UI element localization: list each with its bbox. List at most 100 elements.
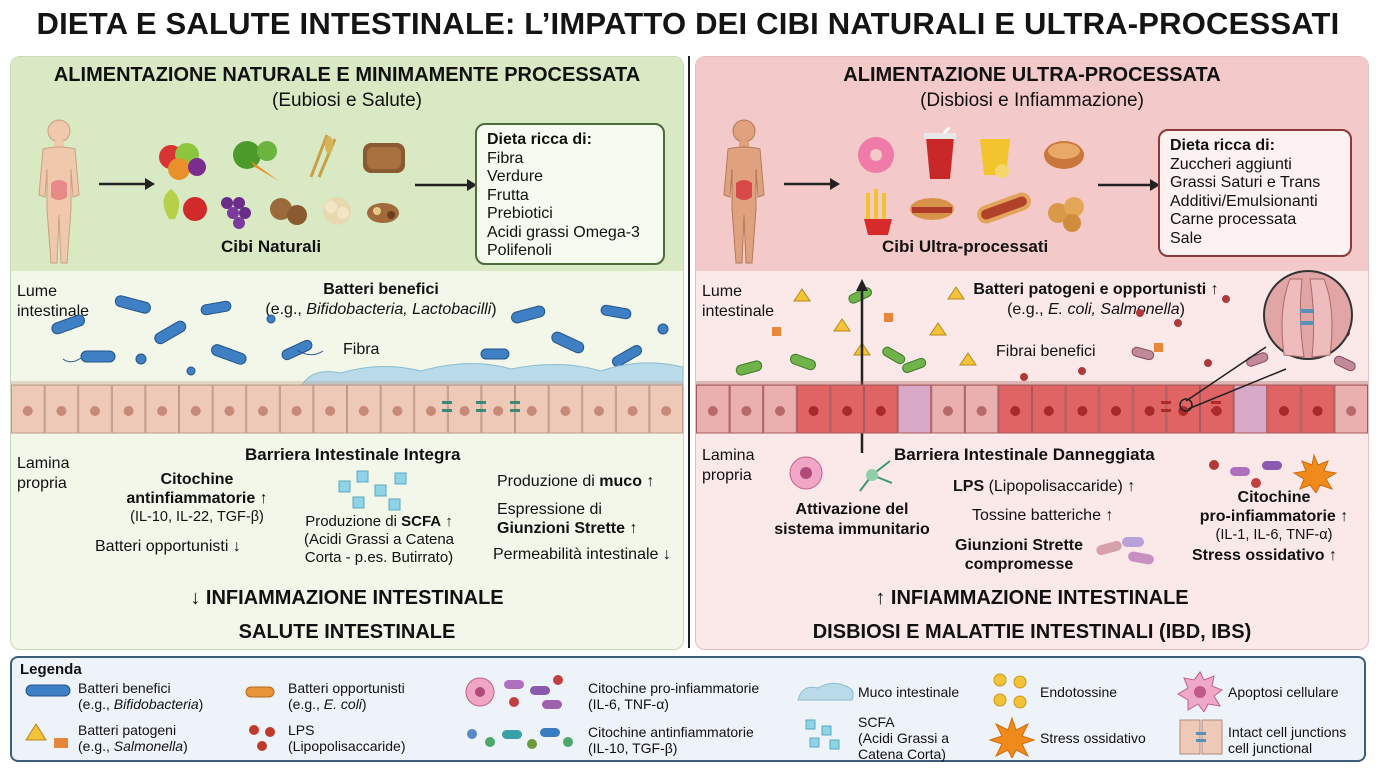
arrow-right-icon: [99, 178, 155, 190]
epithelial-cell: [582, 384, 616, 434]
beneficial-bacteria-label: Batteri benefici (e.g., Bifidobacteria, …: [265, 281, 497, 318]
epithelial-cell: [830, 384, 864, 434]
unhealthy-diet-item: Carne processata: [1170, 211, 1297, 228]
healthy-diet-item: Prebiotici: [487, 205, 553, 222]
beneficial-bacteria-legend-icon: [25, 684, 71, 697]
hotdog-icon: [977, 192, 1031, 224]
epithelial-cell: [897, 384, 932, 434]
brush-border: [696, 381, 1368, 386]
immune-cells-icon: [789, 456, 893, 492]
panel-divider: [688, 56, 690, 648]
oxidative-stress-icon: [1292, 453, 1338, 493]
healthy-epithelium: [11, 381, 683, 434]
epithelial-cell: [313, 384, 347, 434]
epithelial-cell: [481, 384, 515, 434]
fiber-label: Fibra: [343, 341, 380, 358]
legend-item: Batteri benefici (e.g., Bifidobacteria): [78, 680, 204, 712]
epithelial-cell: [414, 384, 448, 434]
increased-inflammation-label: ↑ INFIAMMAZIONE INTESTINALE: [875, 587, 1189, 609]
unhealthy-diet-item: Zuccheri aggiunti: [1170, 155, 1292, 173]
epithelial-cell: [796, 384, 831, 434]
scfa-label: Produzione di SCFA ↑ (Acidi Grassi a Cat…: [303, 513, 455, 566]
epithelial-cell: [864, 384, 898, 434]
epithelial-cell: [246, 384, 280, 434]
tight-junction-icon: [442, 401, 452, 412]
epithelial-cell: [111, 384, 146, 434]
legend-item: SCFA (Acidi Grassi a Catena Corta): [858, 714, 950, 762]
barrier-intact-label: Barriera Intestinale Integra: [245, 445, 461, 464]
intestine-icon: [51, 180, 67, 200]
compromised-junctions-label: Giunzioni Strette compromesse: [955, 537, 1083, 573]
legend-item: Batteri patogeni (e.g., Salmonella): [78, 722, 188, 754]
damaged-epithelium: [696, 381, 1368, 434]
nuggets-icon: [1048, 197, 1084, 232]
legend-item: Citochine pro-infiammatorie (IL-6, TNF-α…: [588, 680, 760, 712]
fruit-icon: [159, 143, 206, 180]
tight-junction-icon: [1161, 401, 1171, 412]
epithelial-cell: [548, 384, 583, 434]
pear-apple-icon: [163, 189, 207, 221]
brush-border: [11, 381, 683, 386]
healthy-diet-item: Frutta: [487, 186, 529, 204]
arrow-right-icon: [1098, 179, 1160, 191]
lps-legend-icon: [249, 725, 275, 751]
mucus-layer: [301, 362, 683, 387]
legend-item: Intact cell junctions cell junctional: [1228, 724, 1347, 756]
epithelial-cell: [515, 384, 549, 434]
mucus-legend-icon: [797, 682, 854, 701]
grapes-icon: [221, 197, 251, 229]
legend-item: Muco intestinale: [858, 684, 960, 700]
legend-title: Legenda: [20, 661, 82, 678]
epithelial-cell: [931, 384, 965, 434]
opportunist-legend-icon: [245, 686, 275, 698]
ultraprocessed-foods-label: Cibi Ultra-processati: [882, 237, 1049, 256]
epithelial-cell: [1267, 384, 1301, 434]
healthy-diet-box: Dieta ricca di: Fibra Verdure Frutta Pre…: [475, 123, 665, 265]
epithelial-cell: [729, 384, 764, 434]
natural-foods-label: Cibi Naturali: [221, 237, 322, 256]
human-body-icon: [723, 119, 765, 264]
epithelial-cell: [347, 384, 381, 434]
epithelial-cell: [1132, 384, 1167, 434]
epithelial-cell: [78, 384, 112, 434]
arrow-right-icon: [415, 179, 477, 191]
epithelial-cell: [615, 384, 650, 434]
reduced-inflammation-label: ↓ INFIAMMAZIONE INTESTINALE: [190, 587, 504, 609]
epithelial-cell: [696, 384, 730, 434]
tight-junction-icon: [476, 401, 486, 412]
bacterial-toxins-label: Tossine batteriche ↑: [972, 507, 1114, 524]
scfa-icon: [338, 470, 407, 511]
nuts-seeds-icon: [367, 203, 399, 223]
cauliflower-icon: [323, 197, 351, 225]
epithelial-cell: [964, 384, 999, 434]
legend-item: Endotossine: [1040, 684, 1118, 700]
immune-activation-label: Attivazione del sistema immunitario: [774, 501, 930, 538]
tight-junctions-label: Espressione di Giunzioni Strette ↑: [497, 501, 638, 537]
walnuts-icon: [270, 198, 307, 225]
oxidative-stress-legend-icon: [988, 716, 1036, 758]
pathogen-legend-icon: [25, 723, 68, 748]
epithelial-cell: [1099, 384, 1133, 434]
fries-icon: [864, 189, 892, 235]
epithelial-cell: [44, 384, 79, 434]
ultraprocessed-diet-heading: ALIMENTAZIONE ULTRA-PROCESSATA: [843, 64, 1221, 86]
epithelial-cell: [763, 384, 797, 434]
legend-item: LPS (Lipopolisaccaride): [288, 722, 406, 754]
permeability-label: Permeabilità intestinale ↓: [493, 546, 671, 563]
vegetables-icon: [233, 141, 279, 181]
legend-item: Batteri opportunisti (e.g., E. coli): [288, 680, 405, 712]
lps-increase-label: LPS (Lipopolisaccaride) ↑: [953, 478, 1136, 495]
dysbiosis-diseases-label: DISBIOSI E MALATTIE INTESTINALI (IBD, IB…: [812, 621, 1252, 643]
sandwich-icon: [910, 198, 954, 220]
epithelial-cell: [145, 384, 179, 434]
page-title: DIETA E SALUTE INTESTINALE: L’IMPATTO DE…: [36, 6, 1340, 41]
beneficial-fiber-label: Fibrai benefici: [996, 343, 1096, 360]
scfa-legend-icon: [805, 719, 840, 750]
tight-junction-icon: [1211, 401, 1221, 412]
wheat-icon: [309, 134, 337, 178]
natural-foods-illustration: [159, 134, 405, 229]
junction-magnifier: [1179, 270, 1353, 412]
